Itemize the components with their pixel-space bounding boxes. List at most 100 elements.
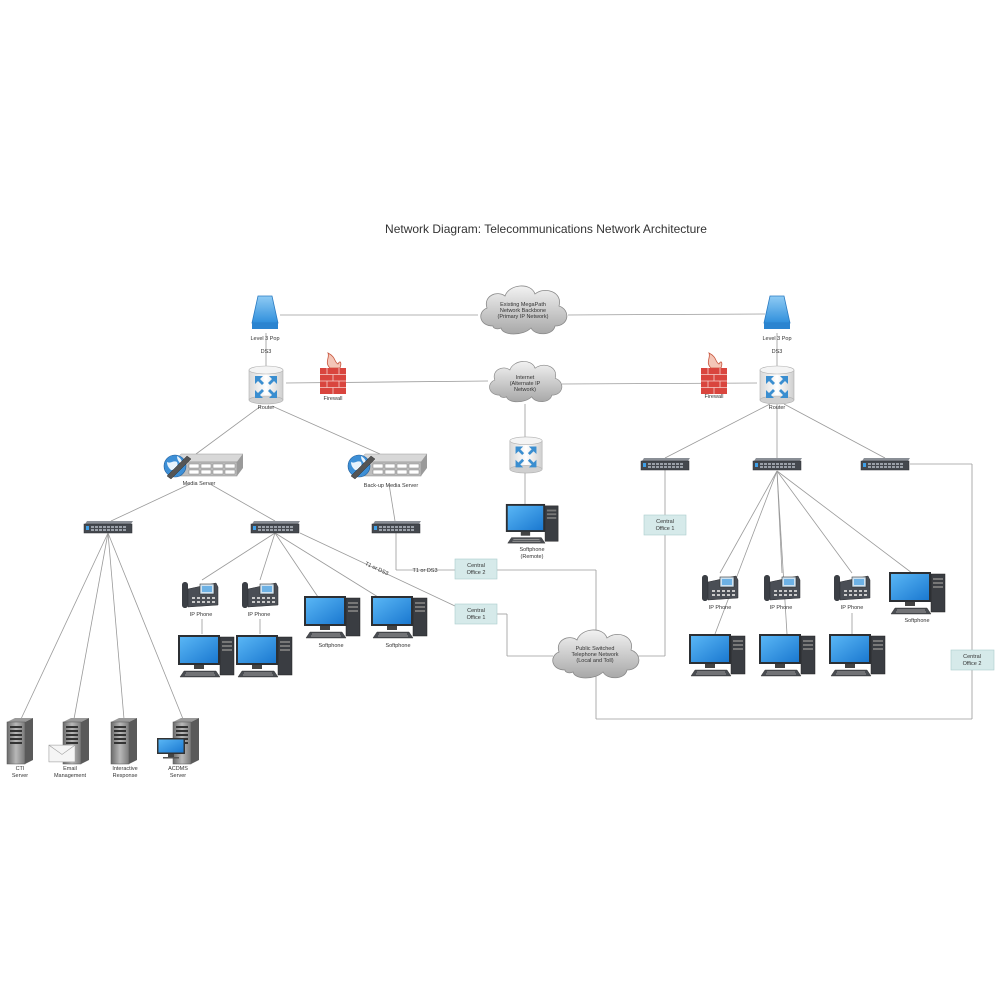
ip-phone-right-1: IP Phone <box>701 574 739 611</box>
email-management: Email Management <box>48 717 90 779</box>
svg-text:Management: Management <box>54 773 87 779</box>
svg-text:Softphone: Softphone <box>519 547 544 553</box>
ip-phone-left-2: IP Phone <box>241 581 279 618</box>
svg-text:(Primary IP Network): (Primary IP Network) <box>498 314 549 320</box>
softphone-left-2: Softphone <box>370 595 428 649</box>
svg-text:IP Phone: IP Phone <box>248 612 271 618</box>
left-firewall: Firewall <box>319 352 347 402</box>
computer-icon <box>235 634 293 678</box>
desk-phone-icon <box>181 581 219 609</box>
diagram-title: Network Diagram: Telecommunications Netw… <box>385 222 707 236</box>
computer-icon <box>370 595 428 639</box>
svg-text:CTI: CTI <box>16 766 25 772</box>
svg-text:Server: Server <box>12 773 28 779</box>
computer-icon <box>688 633 746 677</box>
svg-text:Public Switched: Public Switched <box>576 646 615 652</box>
computer-icon <box>177 634 235 678</box>
firewall-icon <box>700 352 728 395</box>
svg-text:(Alternate IP: (Alternate IP <box>510 381 541 387</box>
router-icon <box>759 365 795 405</box>
left-router: Router <box>248 365 284 411</box>
svg-text:Central: Central <box>467 563 485 569</box>
svg-text:Office 2: Office 2 <box>963 661 982 667</box>
tower-server-icon <box>6 717 34 765</box>
svg-text:(Local and Toll): (Local and Toll) <box>576 658 613 664</box>
ip-phone-right-2: IP Phone <box>763 574 801 611</box>
tower-server-icon <box>110 717 138 765</box>
central-office-1-right: Central Office 1 <box>643 514 687 536</box>
svg-text:Level 3 Pop: Level 3 Pop <box>762 336 791 342</box>
right-firewall: Firewall <box>700 352 728 400</box>
switch-icon <box>752 457 802 471</box>
internet-cloud: Internet (Alternate IP Network) <box>489 361 563 403</box>
router-icon <box>509 436 543 474</box>
svg-text:(Remote): (Remote) <box>521 554 544 560</box>
svg-text:Network Backbone: Network Backbone <box>500 308 546 314</box>
ip-phone-left-1: IP Phone <box>181 581 219 618</box>
svg-text:Email: Email <box>63 766 77 772</box>
svg-text:Softphone: Softphone <box>904 618 929 624</box>
remote-router <box>509 436 543 474</box>
svg-text:Network): Network) <box>514 387 536 393</box>
svg-text:Back-up Media Server: Back-up Media Server <box>364 483 419 489</box>
desk-phone-icon <box>701 574 739 602</box>
svg-text:IP Phone: IP Phone <box>190 612 213 618</box>
central-office-2-left: Central Office 2 <box>454 558 498 580</box>
envelope-icon <box>48 744 76 763</box>
remote-softphone: Softphone (Remote) <box>505 503 559 560</box>
central-office-2-right: Central Office 2 <box>950 649 995 671</box>
svg-text:Firewall: Firewall <box>324 396 343 402</box>
switch-icon <box>640 457 690 471</box>
rack-server-icon <box>163 453 243 480</box>
svg-text:Level 3 Pop: Level 3 Pop <box>250 336 279 342</box>
svg-text:Office 1: Office 1 <box>656 526 675 532</box>
pop-icon <box>251 295 279 330</box>
right-ds3-label: DS3 <box>772 349 783 355</box>
svg-text:Router: Router <box>769 405 786 411</box>
switch-icon <box>860 457 910 471</box>
svg-text:Router: Router <box>258 405 275 411</box>
svg-text:Interactive: Interactive <box>112 766 137 772</box>
computer-icon <box>758 633 816 677</box>
computer-icon <box>888 571 946 615</box>
svg-text:Office 1: Office 1 <box>467 615 486 621</box>
svg-text:Office 2: Office 2 <box>467 570 486 576</box>
switch-icon <box>371 520 421 534</box>
svg-text:IP Phone: IP Phone <box>709 605 732 611</box>
t1-ds3-label: T1 or DS3 <box>364 561 389 577</box>
svg-text:Server: Server <box>170 773 186 779</box>
router-icon <box>248 365 284 405</box>
backup-media-server: Back-up Media Server <box>347 453 428 489</box>
svg-text:Central: Central <box>467 608 485 614</box>
t1-ds3-label: T1 or DS3 <box>412 568 437 574</box>
svg-text:IP Phone: IP Phone <box>770 605 793 611</box>
right-router: Router <box>759 365 795 411</box>
svg-text:Firewall: Firewall <box>705 394 724 400</box>
backbone-cloud: Existing MegaPath Network Backbone (Prim… <box>480 285 568 335</box>
pop-icon <box>763 295 791 330</box>
svg-text:Existing MegaPath: Existing MegaPath <box>500 302 546 308</box>
left-level3-pop: Level 3 Pop <box>250 295 280 342</box>
svg-text:Internet: Internet <box>516 375 535 381</box>
acdms-server: ACDMS Server <box>157 717 200 779</box>
computer-icon <box>505 503 559 544</box>
interactive-response: Interactive Response <box>110 717 138 779</box>
svg-text:Softphone: Softphone <box>385 643 410 649</box>
svg-text:ACDMS: ACDMS <box>168 766 188 772</box>
svg-text:Media Server: Media Server <box>183 481 216 487</box>
firewall-icon <box>319 352 347 395</box>
computer-icon <box>303 595 361 639</box>
ip-phone-right-3: IP Phone <box>833 574 871 611</box>
softphone-left-1: Softphone <box>303 595 361 649</box>
cti-server: CTI Server <box>6 717 34 779</box>
computer-icon <box>828 633 886 677</box>
svg-text:Central: Central <box>963 654 981 660</box>
softphone-right: Softphone <box>888 571 946 624</box>
media-server: Media Server <box>163 453 243 487</box>
right-level3-pop: Level 3 Pop <box>762 295 792 342</box>
svg-text:Softphone: Softphone <box>318 643 343 649</box>
svg-text:Telephone Network: Telephone Network <box>571 652 618 658</box>
svg-text:Central: Central <box>656 519 674 525</box>
connection-lines <box>20 313 973 720</box>
